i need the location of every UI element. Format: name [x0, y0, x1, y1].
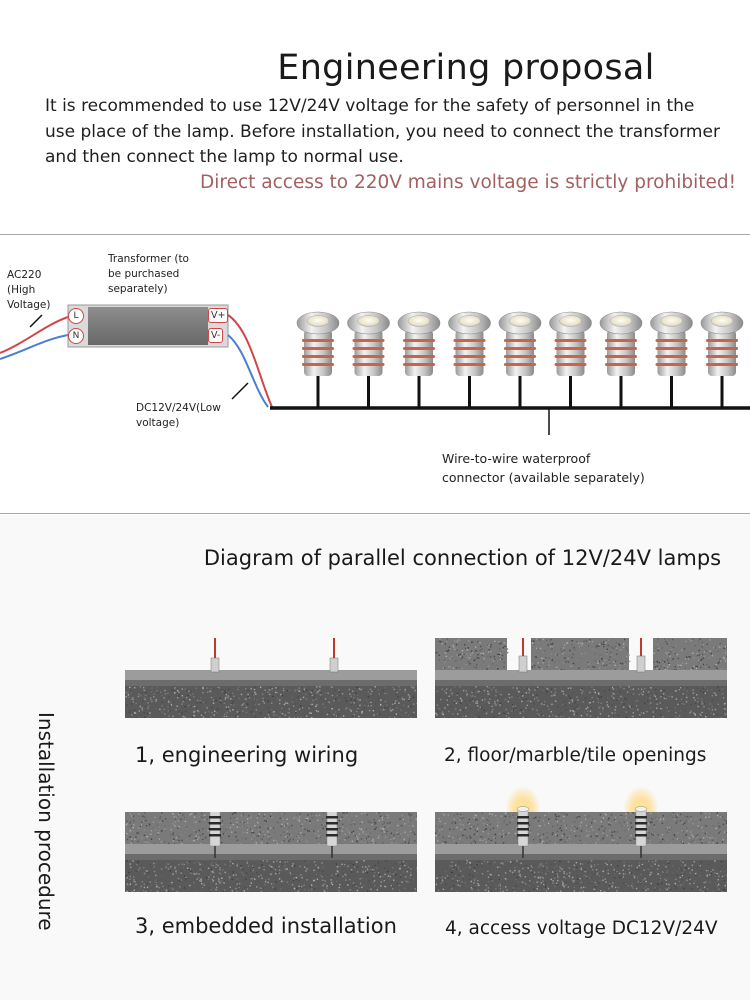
- lamp: [650, 311, 693, 408]
- ac-wire-red: [0, 316, 69, 354]
- dc-wire-blue: [227, 334, 269, 408]
- transformer-label: Transformer (to be purchased separately): [108, 253, 189, 295]
- lamp: [498, 311, 542, 408]
- step-3-svg: [125, 806, 419, 894]
- step-1-panel: [125, 630, 418, 720]
- dc-wire-red: [227, 314, 273, 408]
- step-2-panel: [435, 638, 729, 720]
- step-1-svg: [125, 638, 418, 720]
- terminal-vplus: V+: [208, 308, 229, 323]
- lamp: [296, 311, 340, 408]
- wiring-diagram: AC220 (High Voltage) Transformer (to be …: [0, 235, 750, 513]
- divider-bottom: [0, 513, 750, 514]
- lamp: [599, 311, 643, 408]
- dc-label: DC12V/24V(Low voltage): [136, 402, 221, 429]
- step-1-label: 1, engineering wiring: [135, 743, 359, 767]
- step-2-label: 2, floor/marble/tile openings: [444, 745, 707, 766]
- lamp: [397, 311, 441, 408]
- ac-label: AC220 (High Voltage): [7, 269, 51, 311]
- section-title: Diagram of parallel connection of 12V/24…: [203, 546, 722, 570]
- stone-texture: [653, 638, 728, 672]
- step-2-svg: [435, 638, 729, 720]
- step-4-label: 4, access voltage DC12V/24V: [445, 918, 718, 939]
- lamp: [549, 311, 592, 408]
- terminal-vminus: V-: [208, 328, 224, 343]
- installed-lamp: [634, 806, 648, 858]
- terminal-n: N: [68, 328, 84, 344]
- stone-texture: [125, 812, 419, 846]
- page-title: Engineering proposal: [277, 48, 655, 88]
- lamp: [700, 311, 744, 408]
- step-3-panel: [125, 806, 419, 894]
- lamp-row: [296, 311, 744, 408]
- intro-paragraph: It is recommended to use 12V/24V voltage…: [45, 96, 720, 167]
- step-4-panel: [435, 776, 728, 894]
- stone-texture: [125, 860, 419, 894]
- ac-wire-blue: [0, 334, 69, 360]
- lamp: [448, 311, 491, 408]
- connector-label: Wire-to-wire waterproof connector (avail…: [442, 451, 645, 485]
- divider-top: [0, 234, 750, 235]
- installed-lamp: [516, 806, 530, 858]
- lamp: [347, 311, 390, 408]
- installation-procedure-label: Installation procedure: [34, 712, 58, 931]
- step-3-label: 3, embedded installation: [135, 914, 397, 938]
- installation-section: [0, 515, 750, 1000]
- stone-texture: [435, 686, 729, 720]
- terminal-l: L: [68, 308, 84, 324]
- warning-text: Direct access to 220V mains voltage is s…: [200, 172, 737, 193]
- wiring-svg: [0, 304, 750, 435]
- step-4-svg: [435, 776, 728, 894]
